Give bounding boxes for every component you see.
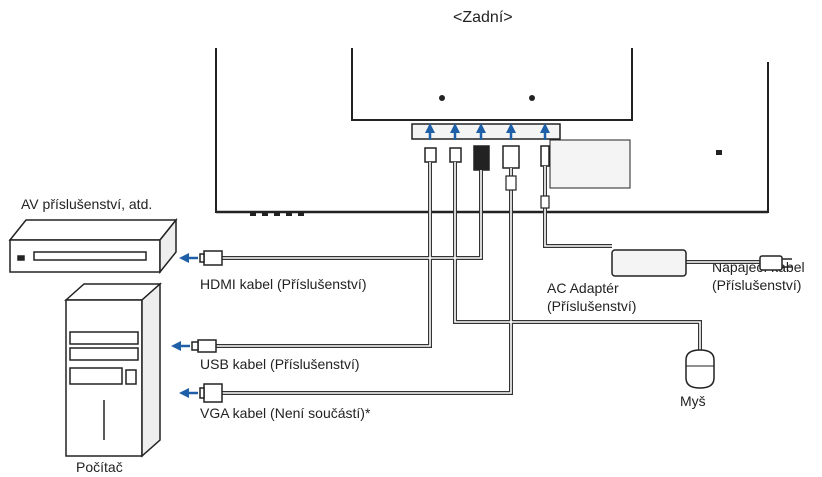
port-panel xyxy=(411,123,561,140)
cables xyxy=(198,162,760,395)
power-cable-label-line2: (Příslušenství) xyxy=(712,277,802,293)
monitor-screws xyxy=(439,95,722,155)
mouse-icon xyxy=(685,349,715,389)
ac-adapter-label-line2: (Příslušenství) xyxy=(547,298,637,314)
ac-adapter-label-line1: AC Adaptér xyxy=(547,280,619,296)
power-plug-icon xyxy=(759,255,792,271)
ac-adapter-icon xyxy=(611,249,687,277)
computer-icon xyxy=(64,282,162,458)
computer-label: Počítač xyxy=(76,459,123,475)
hdmi-connector-icon xyxy=(199,250,223,266)
output-arrows xyxy=(171,253,198,398)
vga-ferrite xyxy=(505,175,517,191)
monitor-plugs xyxy=(424,145,550,171)
mouse-label: Myš xyxy=(680,393,706,409)
vga-cable-label: VGA kabel (Není součástí)* xyxy=(200,405,371,421)
usb-cable-label: USB kabel (Příslušenství) xyxy=(200,356,360,372)
vga-connector-icon xyxy=(199,383,223,403)
av-device-icon xyxy=(8,217,178,275)
port-arrows xyxy=(425,123,550,140)
monitor-buttons xyxy=(250,213,304,216)
usb-connector-icon xyxy=(191,339,217,353)
rear-stand-plate xyxy=(549,139,631,189)
monitor-back xyxy=(215,48,769,214)
diagram-title: <Zadní> xyxy=(453,9,513,26)
power-ferrite xyxy=(540,195,550,209)
av-equipment-label: AV příslušenství, atd. xyxy=(21,196,153,212)
hdmi-cable-label: HDMI kabel (Příslušenství) xyxy=(200,276,367,292)
